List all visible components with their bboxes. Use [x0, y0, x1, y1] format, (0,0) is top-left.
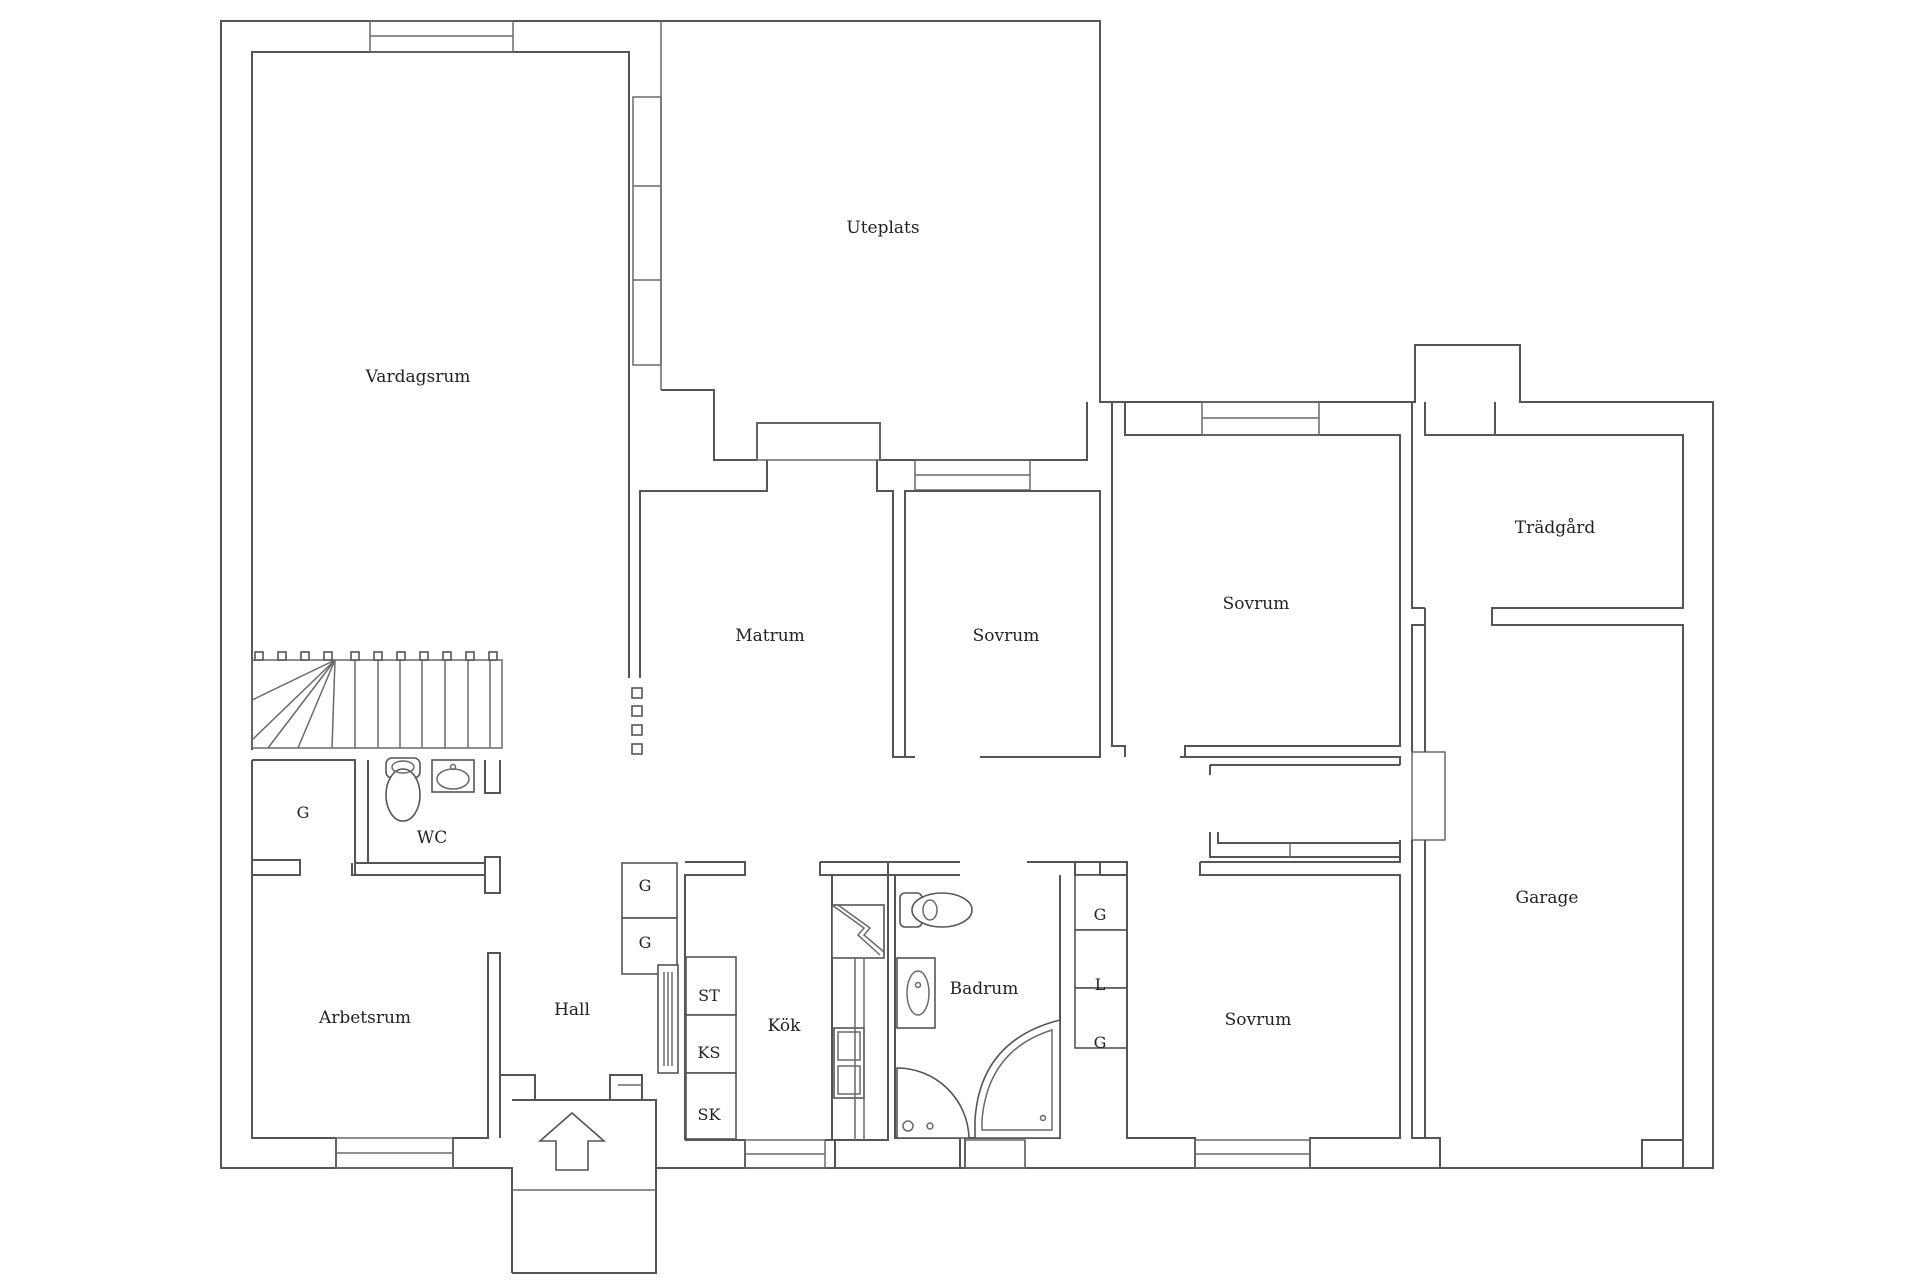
kitchen-sink — [833, 1027, 865, 1099]
label-matrum: Matrum — [735, 626, 805, 646]
matrum-walls — [631, 460, 915, 758]
closet-walls — [1209, 764, 1401, 858]
entrance-steps-outline — [512, 1099, 657, 1273]
room-labels: Uteplats Vardagsrum Matrum Sovrum Sovrum… — [318, 218, 1595, 1036]
entrance-arrow-icon — [537, 1111, 607, 1171]
label-sovrum-2: Sovrum — [1223, 594, 1290, 614]
window-matrum-top — [756, 422, 881, 461]
bath-closets — [1074, 874, 1128, 1049]
garage-side-window — [1411, 751, 1446, 841]
hall-closets — [621, 862, 679, 1074]
sovrum-2-walls — [1111, 401, 1401, 765]
bath-toilet — [899, 892, 973, 928]
label-g-hall-1: G — [639, 876, 652, 895]
label-sovrum-1: Sovrum — [973, 626, 1040, 646]
label-kitchen-st: ST — [698, 986, 720, 1005]
vardagsrum-inner-wall — [251, 51, 630, 750]
bath-shower — [896, 1067, 970, 1139]
wc-area — [251, 757, 501, 894]
label-g-wc: G — [297, 803, 310, 822]
label-bath-g-1: G — [1094, 905, 1107, 924]
sovrum-3-walls — [1100, 857, 1401, 1169]
hall-walls — [499, 862, 679, 1171]
wc-sink — [431, 759, 475, 793]
bath-tub — [974, 1018, 1061, 1139]
staircase — [251, 651, 503, 749]
kitchen-cabinets — [685, 956, 737, 1140]
label-garage: Garage — [1516, 888, 1579, 908]
sovrum-1-walls — [904, 490, 1101, 758]
label-arbetsrum: Arbetsrum — [318, 1008, 411, 1028]
label-wc: WC — [417, 828, 447, 848]
outer-walls — [220, 20, 1714, 1274]
badrum-walls — [888, 861, 1101, 1169]
label-bath-g-2: G — [1094, 1033, 1107, 1052]
label-kitchen-sk: SK — [698, 1105, 722, 1124]
label-hall: Hall — [554, 1000, 590, 1020]
label-kok: Kök — [768, 1016, 801, 1036]
tradgard-garage-walls — [1411, 402, 1684, 1168]
label-badrum: Badrum — [950, 979, 1019, 999]
storage-labels: G G G ST KS SK G L G — [297, 803, 1107, 1124]
label-uteplats: Uteplats — [846, 218, 919, 238]
stair-balusters — [254, 651, 498, 661]
bath-sink — [896, 957, 936, 1029]
outer-wall-left-block — [220, 20, 1714, 1274]
label-tradgard: Trädgård — [1515, 518, 1596, 538]
window-badrum — [964, 1139, 1026, 1169]
vardagsrum-walls — [251, 20, 662, 750]
label-sovrum-3: Sovrum — [1225, 1010, 1292, 1030]
label-kitchen-ks: KS — [698, 1043, 721, 1062]
kok-walls — [684, 861, 889, 1169]
label-vardagsrum: Vardagsrum — [365, 367, 471, 387]
wc-toilet — [385, 757, 421, 822]
arbetsrum-walls — [251, 875, 501, 1169]
stove-icon — [831, 904, 885, 959]
patio-glazing — [632, 96, 662, 366]
matrum-columns — [631, 687, 643, 755]
label-bath-l: L — [1095, 975, 1106, 994]
uteplats-walls — [661, 389, 1088, 491]
label-g-hall-2: G — [639, 933, 652, 952]
